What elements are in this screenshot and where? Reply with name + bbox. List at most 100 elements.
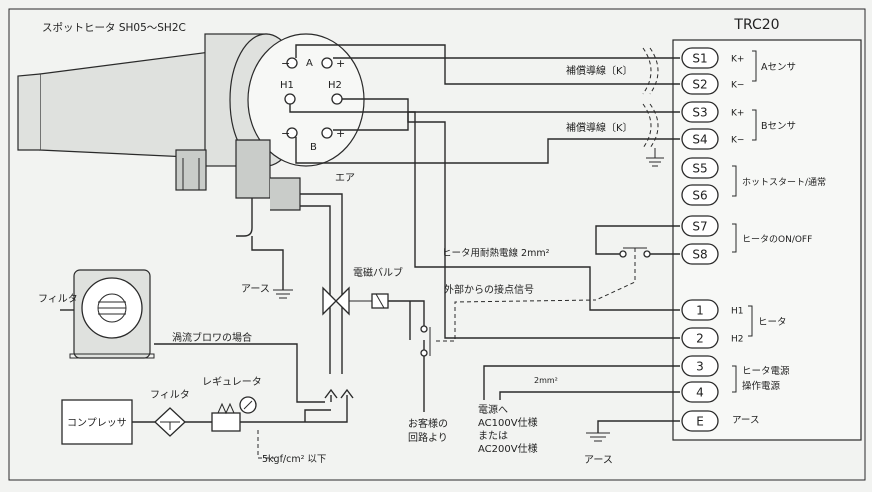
heater-terminal-cap (247, 33, 365, 167)
port-h2-label: H2 (328, 80, 342, 91)
terminal-e (681, 410, 719, 432)
group-a-sensor: Aセンサ (761, 62, 796, 73)
port-h1-label: H1 (280, 80, 294, 91)
wire-s7 (595, 225, 680, 255)
controller-title: TRC20 (733, 17, 779, 33)
terminal-h1 (284, 93, 296, 105)
air-inlet-neck (236, 198, 253, 237)
terminal-s2-desc: K− (731, 81, 744, 91)
terminal-s7 (681, 215, 719, 237)
terminal-3-label: 3 (696, 360, 704, 374)
terminal-1-desc: H1 (731, 307, 744, 317)
shield-ground-symbol (646, 157, 664, 167)
terminal-b-plus (321, 127, 333, 139)
or-label: または (478, 430, 508, 442)
group-heater: ヒータ (758, 317, 787, 328)
terminal-s2-label: S2 (692, 78, 707, 92)
earth-left-label: アース (241, 284, 270, 295)
blower-air-line (154, 343, 325, 403)
wire-earth (597, 420, 680, 433)
earth-symbol-left (273, 289, 293, 299)
terminal-1-label: 1 (696, 304, 704, 318)
wire-heater-h1 (289, 104, 680, 311)
stand-slot (182, 158, 200, 190)
terminal-4 (681, 381, 719, 403)
power-wire-size: 2mm² (534, 376, 558, 385)
wire-b-minus (295, 137, 680, 164)
terminal-s7-label: S7 (692, 220, 707, 234)
blower-grille (98, 301, 126, 315)
bracket-onoff (732, 223, 737, 253)
terminal-s5-label: S5 (692, 162, 707, 176)
terminal-e-label: E (696, 415, 704, 429)
heat-wire-label: ヒータ用耐熱電線 2mm² (442, 247, 550, 259)
terminal-s4-desc: K− (731, 136, 744, 146)
group-b-sensor: Bセンサ (761, 121, 796, 132)
comp-wire-label-1: 補償導線〔K〕 (566, 64, 633, 77)
air-inlet-pipe (270, 177, 301, 211)
terminal-2-desc: H2 (731, 335, 744, 345)
port-a-label: A (306, 58, 313, 69)
earth-symbol-bottom (586, 432, 610, 442)
outer-frame (8, 8, 866, 481)
group-power-2: 操作電源 (742, 380, 781, 392)
spot-heater: − + A H1 H2 − + B (17, 33, 365, 237)
regulator-body (211, 412, 241, 432)
terminal-4-label: 4 (696, 386, 704, 400)
terminal-a-minus-label: − (281, 57, 290, 70)
solenoid-wire-1 (388, 300, 425, 326)
customer-label-1: お客様の (408, 417, 448, 430)
terminal-s3-label: S3 (692, 106, 707, 120)
group-power-1: ヒータ電源 (742, 366, 790, 377)
terminal-s2 (681, 73, 719, 95)
group-heater-onoff: ヒータのON/OFF (742, 234, 812, 245)
group-hot-start: ホットスタート/通常 (742, 176, 826, 188)
terminal-s4-label: S4 (692, 133, 707, 147)
comp-wire-label-2: 補償導線〔K〕 (566, 121, 633, 134)
customer-label-2: 回路より (408, 431, 448, 444)
ext-signal-label: 外部からの接点信号 (444, 283, 534, 296)
air-inlet-elbow (235, 139, 271, 199)
terminal-1 (681, 299, 719, 321)
solenoid-label: 電磁バルブ (353, 266, 403, 279)
blower-case-label: 渦流ブロワの場合 (172, 331, 252, 344)
terminal-a-plus-label: + (336, 57, 345, 70)
pipe-reg-valve (240, 402, 348, 423)
terminal-s1 (681, 47, 719, 69)
gauge-needle (243, 400, 253, 410)
regulator-label: レギュレータ (202, 376, 262, 388)
terminal-s5 (681, 157, 719, 179)
customer-contact-2 (420, 349, 428, 357)
ext-signal-link (595, 248, 636, 301)
wire-heater-h2 (342, 98, 680, 339)
ac200-label: AC200V仕様 (478, 442, 538, 455)
terminal-s3-desc: K+ (731, 109, 744, 119)
terminal-s6 (681, 184, 719, 206)
terminal-a-minus (286, 57, 298, 69)
terminal-b-plus-label: + (336, 127, 345, 140)
terminal-2 (681, 327, 719, 349)
bracket-b (752, 109, 757, 141)
terminal-s4 (681, 128, 719, 150)
heater-stand (175, 149, 207, 191)
heater-nozzle-cone (39, 51, 211, 159)
customer-contact-1 (420, 325, 428, 333)
air-arrow-2 (340, 388, 354, 402)
compressor-box (61, 399, 133, 445)
filter-bottom-label: フィルタ (150, 389, 190, 401)
terminal-s8 (681, 243, 719, 265)
terminal-2-label: 2 (696, 332, 704, 346)
pressure-leader (257, 430, 274, 459)
bracket-a (752, 50, 757, 82)
bracket-hotstart (732, 165, 737, 197)
wire-power-4 (499, 391, 680, 400)
shield-b (642, 103, 659, 149)
group-earth: アース (732, 415, 759, 426)
terminal-h2 (331, 93, 343, 105)
regulator-spring (217, 402, 235, 415)
solenoid-valve (322, 286, 350, 316)
filter-mark (160, 421, 180, 430)
terminal-a-plus (321, 57, 333, 69)
